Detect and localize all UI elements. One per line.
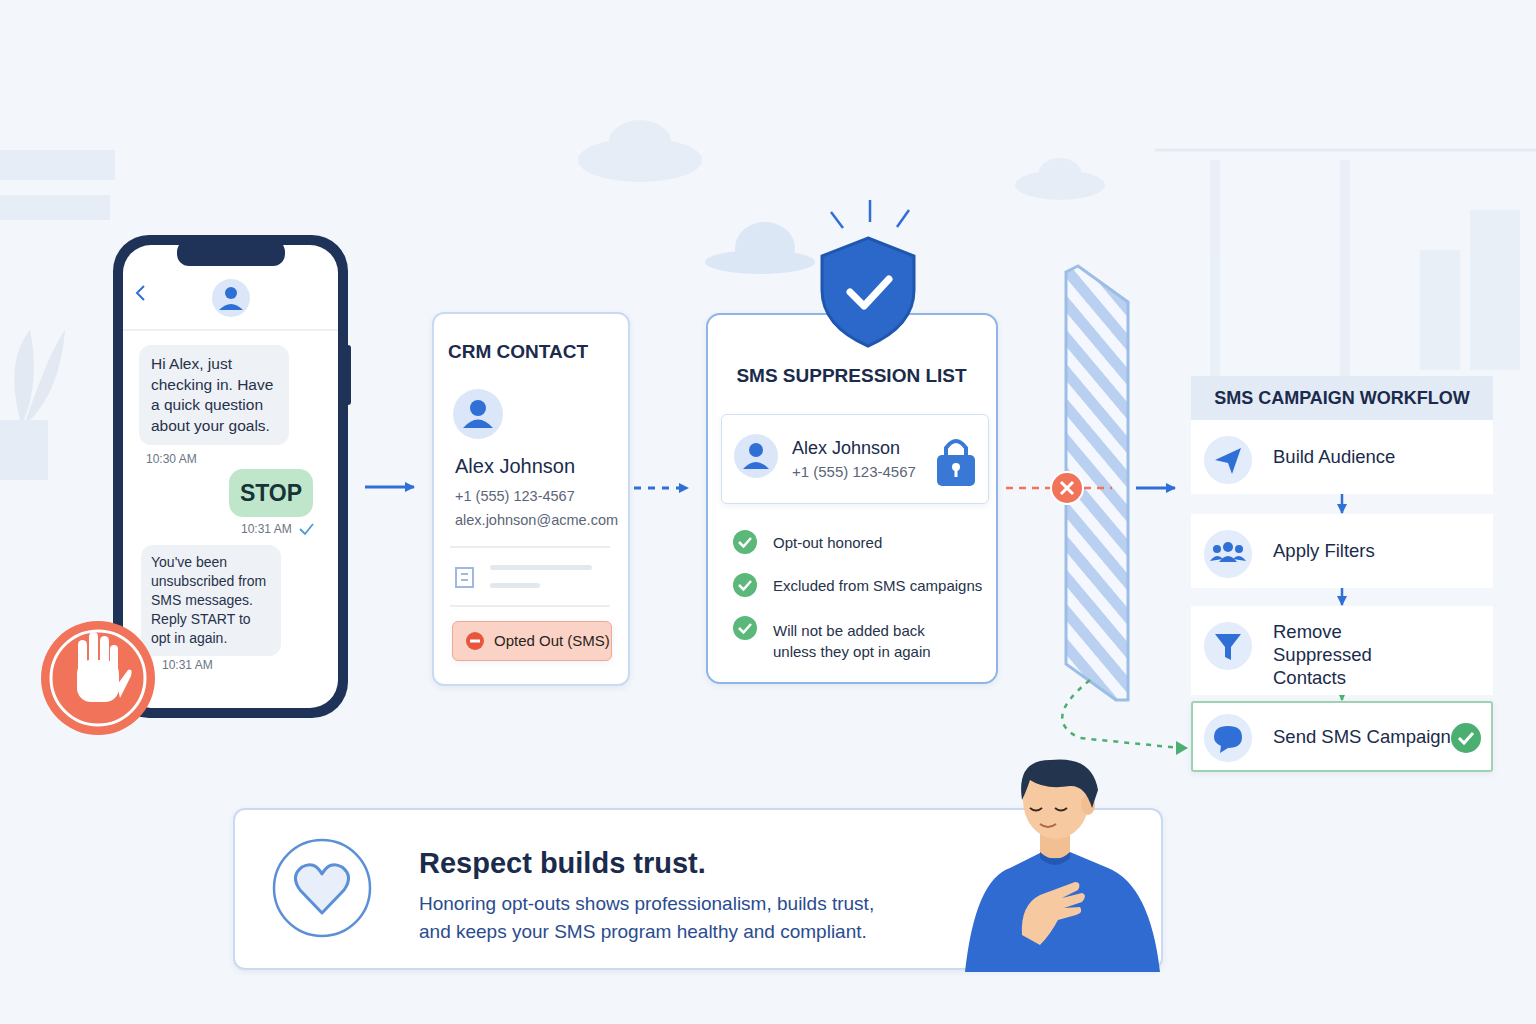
- crm-icons: [450, 389, 610, 650]
- node-box: Send SMS Campaign: [1191, 701, 1493, 772]
- connector: [634, 488, 688, 489]
- connector-line: [1341, 695, 1344, 700]
- node-title: CRM CONTACT: [448, 340, 588, 363]
- node-box: CRM CONTACT Alex Johnson +1 (555) 123-4567…: [432, 312, 630, 686]
- node-title: Remove Suppressed Contacts: [1191, 606, 1453, 689]
- node-title: Alex Johnson: [792, 437, 900, 459]
- window-right: [1155, 150, 1536, 380]
- node-title: Build Audience: [1191, 420, 1493, 494]
- node-text: Excluded from SMS campaigns: [773, 577, 982, 595]
- node-text: Will not be added back unless they opt i…: [773, 620, 953, 662]
- node-title: SMS CAMPAIGN WORKFLOW: [1191, 376, 1493, 420]
- workflow-icons: [1204, 436, 1481, 762]
- suppression-icons: [733, 434, 975, 640]
- connector-line: [1136, 487, 1175, 490]
- node-title: You've been unsubscribed from SMS messag…: [141, 545, 281, 656]
- node-text: Alex Johnson: [455, 454, 575, 478]
- node-box: You've been unsubscribed from SMS messag…: [141, 545, 281, 656]
- timestamp: 10:31 AM: [241, 522, 292, 536]
- node-title: SMS SUPPRESSION LIST: [708, 364, 995, 387]
- node-title: Hi Alex, just checking in. Have a quick …: [139, 345, 289, 445]
- node-title: Apply Filters: [1191, 514, 1493, 588]
- node-box: Opted Out (SMS): [452, 621, 612, 661]
- node-box: Hi Alex, just checking in. Have a quick …: [139, 345, 289, 445]
- window-left: [0, 150, 115, 480]
- node-title: STOP: [229, 469, 313, 517]
- node-title: Opted Out (SMS): [453, 622, 611, 659]
- node-text: +1 (555) 123-4567: [455, 488, 575, 505]
- node-text: Opt-out honored: [773, 534, 882, 552]
- connector-line: [1341, 588, 1344, 605]
- connector: [365, 487, 414, 488]
- node-title: Respect builds trust.: [419, 846, 706, 881]
- node-text: +1 (555) 123-4567: [792, 463, 916, 481]
- node-box: Apply Filters: [1191, 514, 1493, 588]
- connector-line: [634, 487, 688, 490]
- stop-hand-icon: [41, 621, 155, 735]
- heart-icon: [274, 840, 370, 936]
- connector: [1006, 472, 1175, 504]
- timestamp: 10:30 AM: [146, 452, 197, 466]
- connector: [1342, 695, 1343, 700]
- bypass-head: [1176, 741, 1188, 755]
- block-cross: [1061, 482, 1073, 494]
- node-text: alex.johnson@acme.com: [455, 512, 618, 529]
- node-box: Build Audience: [1191, 420, 1493, 494]
- node-box: SMS CAMPAIGN WORKFLOWBuild AudienceApply…: [1191, 376, 1493, 772]
- connector: [1342, 588, 1343, 605]
- node-box: STOP: [229, 469, 313, 517]
- phone: [113, 235, 351, 718]
- timestamp: 10:31 AM: [162, 658, 213, 672]
- node-text: Honoring opt-outs shows professionalism,…: [419, 890, 889, 946]
- block-mark: [1051, 472, 1083, 504]
- person-illustration: [965, 759, 1160, 972]
- connector-line: [1341, 494, 1344, 513]
- bypass-line: [1062, 680, 1180, 748]
- node-box: Remove Suppressed Contacts: [1191, 606, 1493, 695]
- connector-line: [365, 486, 414, 489]
- connector: [1342, 494, 1343, 513]
- shield-icon: [822, 200, 914, 346]
- node-title: Send SMS Campaign: [1193, 703, 1491, 770]
